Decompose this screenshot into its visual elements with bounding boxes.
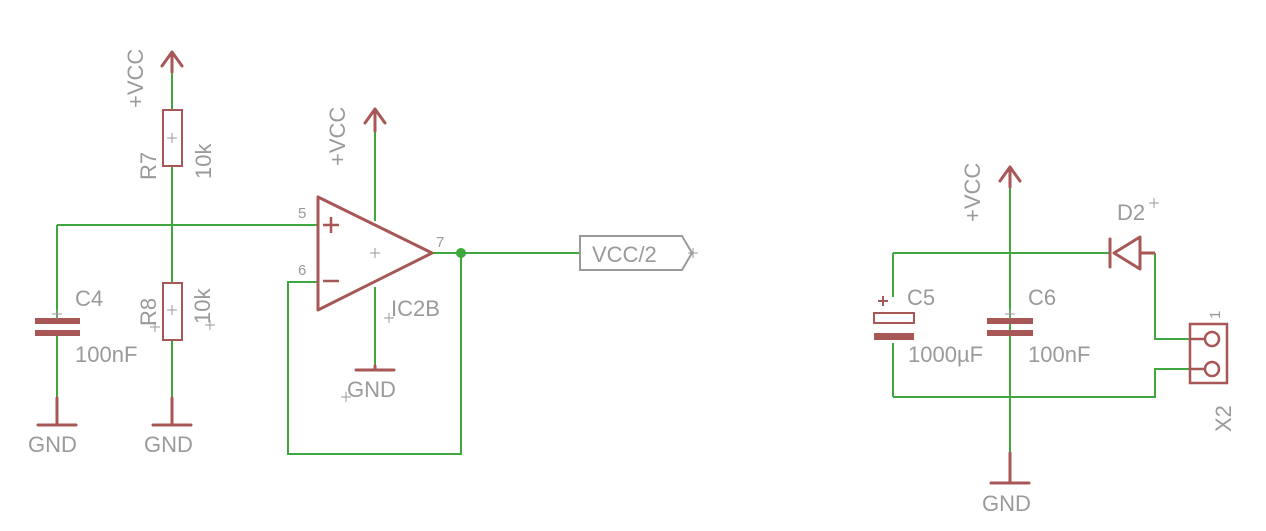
- gnd-label: GND: [28, 432, 77, 457]
- gnd-label: GND: [347, 377, 396, 402]
- vcc-label: +VCC: [325, 107, 350, 166]
- gnd-symbol-r8: GND: [144, 396, 193, 457]
- vcc-label: +VCC: [123, 49, 148, 108]
- r8-name: R8: [136, 298, 161, 326]
- diode-d2: D2: [1108, 198, 1159, 271]
- wire-x2-pin2-return: [893, 368, 1190, 398]
- c4-value: 100nF: [75, 342, 137, 367]
- wires: [56, 70, 1190, 455]
- x2-name: X2: [1211, 405, 1236, 432]
- net-label-vcc-half: VCC/2: [579, 235, 698, 271]
- vcc-symbol-opamp: +VCC: [325, 107, 387, 166]
- c6-value: 100nF: [1028, 342, 1090, 367]
- d2-name: D2: [1117, 200, 1145, 225]
- opamp-ic2b: 5 6 7 IC2B: [298, 195, 444, 323]
- resistor-r8: R8 10k: [136, 282, 215, 341]
- c5-name: C5: [907, 285, 935, 310]
- x2-pin1-number: 1: [1207, 311, 1224, 319]
- connector-x2: 1 X2: [1188, 311, 1236, 432]
- c5-value: 1000µF: [908, 342, 983, 367]
- pin-number-minus: 6: [298, 262, 306, 279]
- c6-name: C6: [1028, 285, 1056, 310]
- r8-value: 10k: [190, 288, 215, 324]
- gnd-label: GND: [144, 432, 193, 457]
- r7-name: R7: [136, 152, 161, 180]
- vcc-symbol-r7: +VCC: [123, 49, 184, 108]
- vcc-label: +VCC: [960, 163, 985, 222]
- r7-value: 10k: [191, 143, 216, 179]
- resistor-r7: R7 10k: [136, 109, 216, 180]
- gnd-symbol-c4: GND: [28, 396, 78, 457]
- net-label-text: VCC/2: [592, 242, 657, 267]
- ic2b-name: IC2B: [391, 296, 440, 321]
- capacitor-c6: C6 100nF: [987, 285, 1090, 367]
- gnd-symbol-right: GND: [982, 451, 1031, 516]
- gnd-label: GND: [982, 491, 1031, 516]
- wire-d2-to-x2-pin1: [1154, 253, 1190, 340]
- wire-feedback-loop: [287, 253, 462, 455]
- vcc-symbol-right: +VCC: [960, 163, 1022, 222]
- capacitor-c4: C4 100nF: [35, 286, 137, 367]
- junction-dot: [456, 248, 466, 258]
- capacitor-c5: C5 1000µF: [873, 285, 983, 367]
- gnd-symbol-opamp: GND: [341, 364, 396, 402]
- c4-name: C4: [75, 286, 103, 311]
- pin-number-out: 7: [436, 234, 444, 251]
- pin-number-plus: 5: [298, 205, 306, 222]
